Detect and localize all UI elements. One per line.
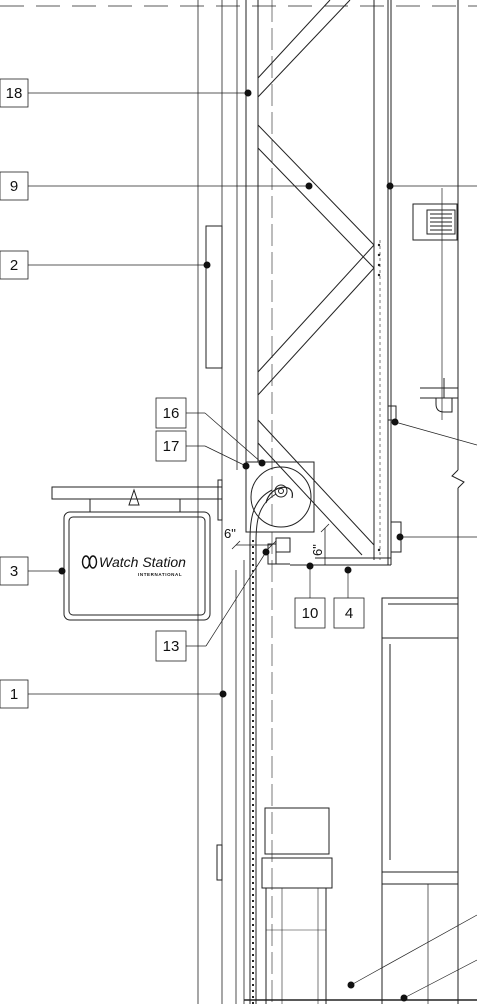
tag-box-3 bbox=[0, 556, 29, 586]
sign-brand-text: Watch Station bbox=[99, 554, 186, 570]
tag-box-4 bbox=[333, 597, 365, 629]
tag-box-13 bbox=[155, 630, 187, 662]
sign-tagline-text: INTERNATIONAL bbox=[138, 572, 182, 577]
tag-box-2 bbox=[0, 250, 29, 280]
hose-bracket bbox=[267, 537, 291, 565]
truss-bolts bbox=[377, 243, 381, 552]
dimension-vertical-label: 6" bbox=[310, 544, 325, 556]
tie-plate bbox=[387, 405, 397, 421]
bottom-display-fixture bbox=[261, 807, 333, 1004]
tag-box-10 bbox=[294, 597, 326, 629]
tag-label-2: 2 bbox=[10, 257, 18, 274]
dimension-vertical bbox=[320, 523, 330, 565]
dimension-horizontal bbox=[231, 540, 277, 550]
tag-label-16: 16 bbox=[163, 405, 180, 422]
truss-frame bbox=[245, 0, 392, 566]
tag-label-18: 18 bbox=[6, 85, 23, 102]
right-wall bbox=[441, 0, 465, 1004]
dimension-horizontal-label: 6" bbox=[224, 526, 236, 541]
wall-panel bbox=[205, 225, 223, 369]
leader-lines bbox=[28, 92, 477, 999]
tag-label-3: 3 bbox=[10, 563, 18, 580]
tag-box-16 bbox=[155, 397, 187, 429]
tag-label-10: 10 bbox=[302, 605, 319, 622]
tag-box-9 bbox=[0, 171, 29, 201]
light-fixture bbox=[420, 378, 458, 413]
tag-label-9: 9 bbox=[10, 178, 18, 195]
tag-label-17: 17 bbox=[163, 438, 180, 455]
tag-label-1: 1 bbox=[10, 686, 18, 703]
tag-box-1 bbox=[0, 679, 29, 709]
tag-label-13: 13 bbox=[163, 638, 180, 655]
right-storefront bbox=[381, 597, 459, 1004]
sign-logo: Watch Station INTERNATIONAL bbox=[81, 554, 186, 577]
tag-box-18 bbox=[0, 78, 29, 108]
leader-dots bbox=[58, 89, 408, 1002]
tag-box-17 bbox=[155, 430, 187, 462]
wall-grille bbox=[412, 203, 458, 241]
post-detail bbox=[216, 844, 223, 881]
tag-label-4: 4 bbox=[345, 605, 353, 622]
hanging-sign bbox=[51, 479, 223, 621]
tag-labels: 18 9 2 16 17 3 13 10 4 1 bbox=[6, 85, 354, 703]
watch-station-logo-icon bbox=[81, 555, 98, 569]
hose bbox=[249, 489, 277, 1004]
tag-boxes bbox=[0, 78, 365, 709]
hose-reel bbox=[245, 461, 315, 533]
